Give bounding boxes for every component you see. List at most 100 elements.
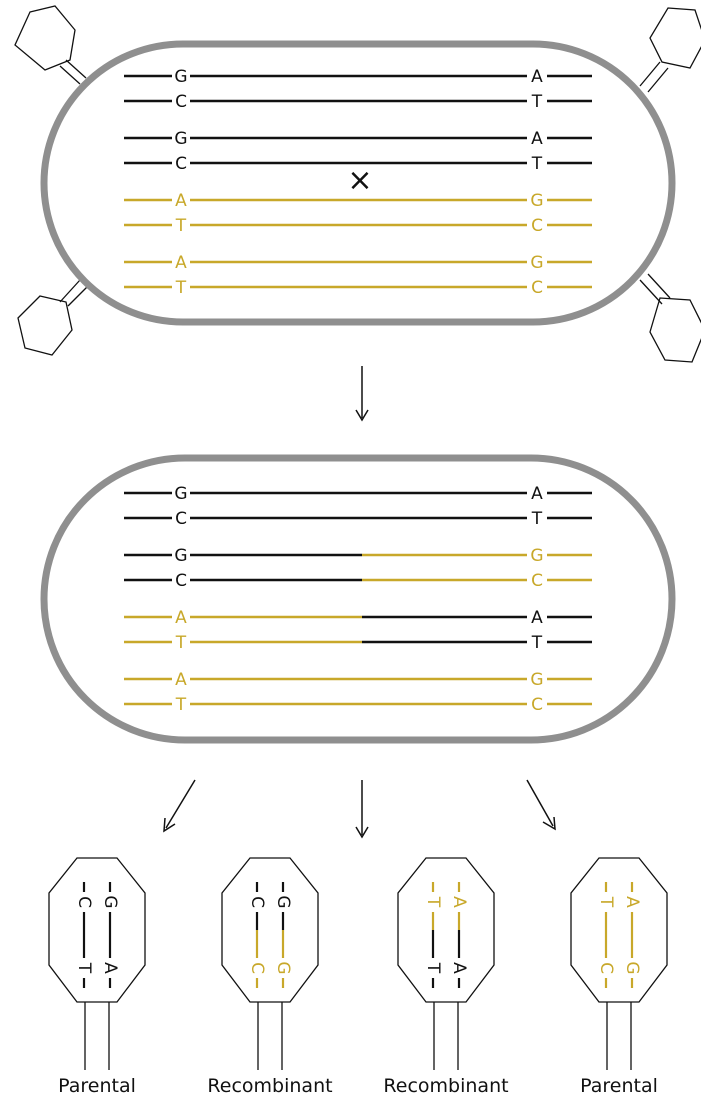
base-label: T bbox=[175, 633, 187, 653]
phage-tail bbox=[67, 285, 89, 307]
dna-strand-vertical: CC bbox=[247, 882, 267, 988]
phage-head bbox=[14, 5, 76, 71]
attached-phage-bottom-left bbox=[17, 279, 89, 356]
arrow-to-progeny-middle bbox=[355, 780, 369, 839]
base-label: G bbox=[174, 67, 187, 87]
base-label: T bbox=[423, 962, 443, 974]
base-label: A bbox=[449, 896, 469, 908]
base-label: G bbox=[530, 546, 543, 566]
base-label: T bbox=[175, 278, 187, 298]
base-label: A bbox=[531, 484, 543, 504]
dna-strand-vertical: GA bbox=[100, 882, 120, 988]
base-label: A bbox=[175, 608, 187, 628]
dna-strand-vertical: AA bbox=[449, 882, 469, 988]
phage-head bbox=[221, 857, 319, 1003]
down-arrow bbox=[355, 366, 369, 422]
phage-tail bbox=[647, 273, 671, 299]
dna-strand-vertical: AG bbox=[622, 882, 642, 988]
base-label: C bbox=[247, 962, 267, 974]
base-label: T bbox=[596, 896, 616, 908]
base-label: T bbox=[531, 509, 543, 529]
base-label: A bbox=[531, 67, 543, 87]
phage-head bbox=[17, 295, 73, 356]
phage-head bbox=[649, 7, 701, 69]
base-label: T bbox=[531, 633, 543, 653]
base-label: C bbox=[531, 278, 543, 298]
base-label: G bbox=[273, 961, 293, 974]
base-label: A bbox=[175, 191, 187, 211]
base-label: C bbox=[74, 896, 94, 908]
base-label: C bbox=[531, 695, 543, 715]
base-label: T bbox=[423, 896, 443, 908]
bacterial-cell-wall bbox=[40, 40, 676, 326]
base-label: G bbox=[100, 895, 120, 908]
base-label: T bbox=[531, 154, 543, 174]
base-label: C bbox=[175, 154, 187, 174]
base-label: C bbox=[175, 509, 187, 529]
base-label: A bbox=[175, 670, 187, 690]
base-label: C bbox=[247, 896, 267, 908]
base-label: A bbox=[449, 962, 469, 974]
dna-strand-vertical: TT bbox=[423, 882, 443, 988]
base-label: G bbox=[530, 191, 543, 211]
progeny-phages: CTGAParentalCCGGRecombinantTTAARecombina… bbox=[48, 857, 668, 1097]
base-label: C bbox=[531, 216, 543, 236]
base-label: T bbox=[531, 92, 543, 112]
base-label: C bbox=[175, 92, 187, 112]
phage-head bbox=[570, 857, 668, 1003]
base-label: G bbox=[530, 253, 543, 273]
base-label: T bbox=[74, 962, 94, 974]
base-label: G bbox=[622, 961, 642, 974]
dna-strand-vertical: GG bbox=[273, 882, 293, 988]
base-label: A bbox=[622, 896, 642, 908]
base-label: A bbox=[175, 253, 187, 273]
base-label: A bbox=[531, 129, 543, 149]
base-label: C bbox=[175, 571, 187, 591]
base-label: G bbox=[530, 670, 543, 690]
crossover-symbol: × bbox=[347, 163, 372, 198]
base-label: A bbox=[100, 962, 120, 974]
progeny-label: Parental bbox=[580, 1075, 658, 1097]
phage-tail bbox=[639, 279, 663, 305]
attached-phage-top-right bbox=[639, 7, 701, 93]
progeny-label: Parental bbox=[58, 1075, 136, 1097]
base-label: C bbox=[596, 962, 616, 974]
crossover-mark: × bbox=[347, 163, 372, 198]
base-label: G bbox=[273, 895, 293, 908]
arrow-to-progeny-right bbox=[526, 779, 556, 831]
attached-phage-top-left bbox=[14, 5, 87, 85]
bacterial-cell-wall bbox=[40, 454, 676, 744]
progeny-label: Recombinant bbox=[207, 1075, 332, 1097]
attached-phage-bottom-right bbox=[639, 273, 701, 363]
base-label: T bbox=[175, 216, 187, 236]
phage-head bbox=[48, 857, 146, 1003]
base-label: G bbox=[174, 546, 187, 566]
phage-head bbox=[397, 857, 495, 1003]
base-label: G bbox=[174, 129, 187, 149]
progeny-label: Recombinant bbox=[383, 1075, 508, 1097]
phage-tail bbox=[59, 279, 81, 303]
